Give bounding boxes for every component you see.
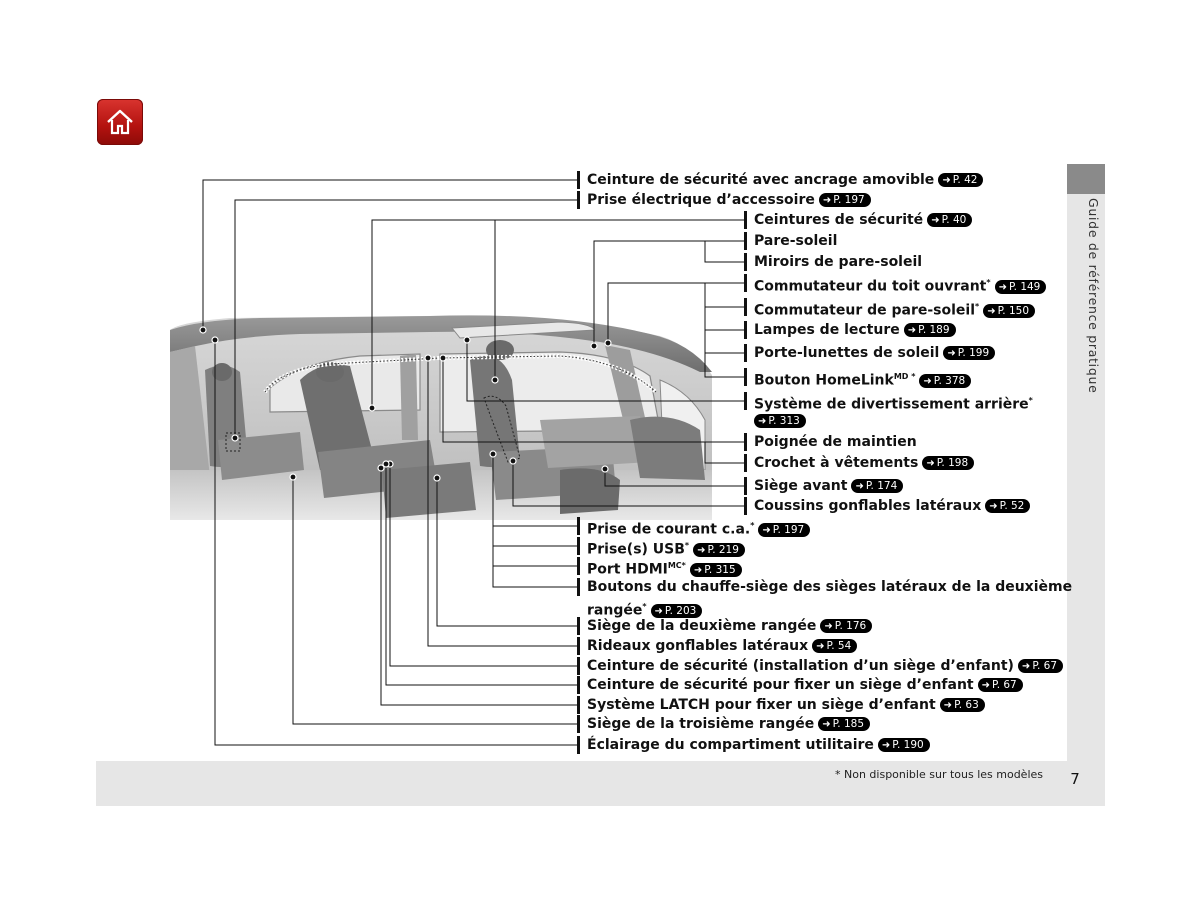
page-ref-link[interactable]: ➜P. 197	[818, 193, 871, 207]
arrow-icon: ➜	[697, 544, 706, 556]
page-ref-link[interactable]: ➜P. 185	[818, 717, 871, 731]
label-seat-belt-detachable-anchor: Ceinture de sécurité avec ancrage amovib…	[587, 170, 984, 190]
arrow-icon: ➜	[824, 621, 833, 632]
page-ref-link[interactable]: ➜P. 219	[693, 542, 745, 557]
label-rear-entertainment-system: Système de divertissement arrière*	[754, 396, 1033, 413]
arrow-icon: ➜	[881, 740, 891, 751]
arrow-icon: ➜	[947, 348, 956, 359]
page-ref-link[interactable]: ➜P. 189	[903, 323, 956, 337]
arrow-icon: ➜	[1021, 661, 1031, 672]
label-homelink-button: Bouton HomeLinkMD *➜P. 378	[754, 367, 972, 389]
section-title: Guide de référence pratique	[1086, 198, 1101, 394]
cabin-body	[170, 315, 712, 520]
arrow-icon: ➜	[943, 700, 953, 711]
label-usb-ports: Prise(s) USB*➜P. 219	[587, 536, 745, 558]
arrow-icon: ➜	[693, 564, 703, 576]
label-rear-entertainment-ref: ➜P. 313	[750, 411, 806, 431]
arrow-icon: ➜	[926, 458, 935, 469]
page-ref-link[interactable]: ➜P. 190	[877, 738, 930, 752]
page-ref-link[interactable]: ➜P. 42	[938, 173, 984, 187]
page-number: 7	[1070, 770, 1080, 788]
home-icon	[107, 109, 133, 135]
page-ref-link[interactable]: ➜P. 67	[977, 678, 1023, 692]
page-ref-link[interactable]: ➜P. 52	[985, 499, 1031, 513]
page-ref-link[interactable]: ➜P. 378	[919, 373, 972, 388]
label-side-airbags: Coussins gonflables latéraux➜P. 52	[754, 496, 1031, 516]
label-latch-system: Système LATCH pour fixer un siège d’enfa…	[587, 695, 985, 715]
section-tab[interactable]	[1067, 164, 1105, 194]
page-ref-link[interactable]: ➜P. 149	[994, 279, 1047, 294]
label-seat-belt-child-seat-install: Ceinture de sécurité (installation d’un …	[587, 656, 1064, 676]
label-sunshade-switch: Commutateur de pare-soleil*➜P. 150	[754, 297, 1036, 319]
label-sunglasses-holder: Porte-lunettes de soleil➜P. 199	[754, 343, 996, 363]
leader-dots	[199, 326, 612, 482]
page-ref-link[interactable]: ➜P. 67	[1017, 659, 1064, 673]
label-hdmi-port: Port HDMIMC*➜P. 315	[587, 556, 742, 578]
label-accessory-power-socket: Prise électrique d’accessoire➜P. 197	[587, 190, 871, 210]
footer-band	[96, 761, 1105, 806]
page-ref-link[interactable]: ➜P. 54	[812, 639, 858, 653]
arrow-icon: ➜	[981, 680, 990, 691]
label-moonroof-switch: Commutateur du toit ouvrant*➜P. 149	[754, 273, 1047, 295]
arrow-icon: ➜	[822, 195, 832, 206]
label-ac-power-outlet: Prise de courant c.a.*➜P. 197	[587, 516, 811, 538]
label-sun-visor: Pare-soleil	[754, 233, 838, 249]
page-ref-link[interactable]: ➜P. 199	[943, 346, 996, 360]
label-coat-hook: Crochet à vêtements➜P. 198	[754, 453, 975, 473]
arrow-icon: ➜	[998, 281, 1007, 293]
label-side-curtain-airbags: Rideaux gonflables latéraux➜P. 54	[587, 636, 858, 656]
arrow-icon: ➜	[654, 605, 663, 617]
page-ref-link[interactable]: ➜P. 315	[689, 562, 742, 577]
arrow-icon: ➜	[923, 375, 932, 387]
label-seat-belt-child-seat-secure: Ceinture de sécurité pour fixer un siège…	[587, 675, 1023, 695]
label-third-row-seat: Siège de la troisième rangée➜P. 185	[587, 714, 871, 734]
arrow-icon: ➜	[931, 215, 940, 226]
arrow-icon: ➜	[989, 501, 998, 512]
section-strip	[1067, 194, 1105, 806]
label-second-row-seat: Siège de la deuxième rangée➜P. 176	[587, 616, 873, 636]
page-ref-link[interactable]: ➜P. 150	[983, 303, 1036, 318]
arrow-icon: ➜	[758, 416, 767, 427]
label-grab-handle: Poignée de maintien	[754, 434, 917, 450]
page-ref-link[interactable]: ➜P. 203	[650, 603, 703, 618]
arrow-icon: ➜	[987, 305, 996, 317]
label-vanity-mirrors: Miroirs de pare-soleil	[754, 254, 923, 270]
label-map-lights: Lampes de lecture➜P. 189	[754, 320, 956, 340]
arrow-icon: ➜	[855, 481, 864, 492]
page-ref-link[interactable]: ➜P. 313	[754, 414, 806, 428]
label-seat-heater-buttons: Boutons du chauffe-siège des sièges laté…	[587, 579, 1073, 595]
page-ref-link[interactable]: ➜P. 63	[939, 698, 985, 712]
arrow-icon: ➜	[907, 325, 917, 336]
arrow-icon: ➜	[942, 175, 951, 186]
page-ref-link[interactable]: ➜P. 198	[922, 456, 975, 470]
label-cargo-area-light: Éclairage du compartiment utilitaire➜P. …	[587, 735, 930, 755]
label-front-seat: Siège avant➜P. 174	[754, 476, 904, 496]
label-seat-heater-buttons-cont: rangée*➜P. 203	[587, 597, 703, 619]
page-ref-link[interactable]: ➜P. 174	[851, 479, 904, 493]
arrow-icon: ➜	[816, 641, 825, 652]
arrow-icon: ➜	[822, 719, 831, 730]
leader-lines	[202, 179, 745, 746]
page-ref-link[interactable]: ➜P. 176	[820, 619, 873, 633]
page-ref-link[interactable]: ➜P. 40	[927, 213, 973, 227]
page-ref-link[interactable]: ➜P. 197	[758, 522, 811, 537]
label-ticks	[577, 171, 747, 754]
arrow-icon: ➜	[762, 524, 771, 536]
home-button[interactable]	[97, 99, 143, 145]
footnote: * Non disponible sur tous les modèles	[835, 768, 1044, 781]
label-seat-belts: Ceintures de sécurité➜P. 40	[754, 210, 973, 230]
